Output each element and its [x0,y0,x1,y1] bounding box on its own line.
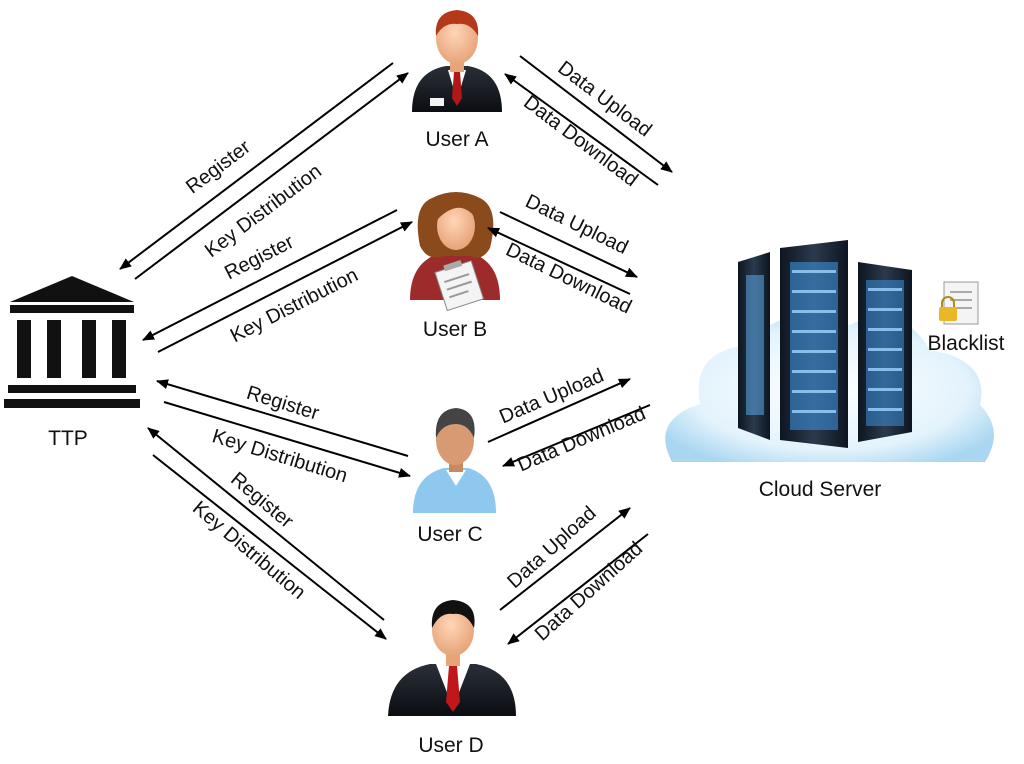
user-a-label: User A [425,128,488,151]
arrow-register-a [119,62,394,270]
label-keydist-c: Key Distribution [210,425,350,487]
arrow-download-b [487,227,631,295]
ttp-label: TTP [48,427,88,450]
arrow-register-c [156,379,409,457]
arrow-download-c [502,404,651,467]
cloud-server-icon[interactable] [665,240,994,462]
cloud-server-label: Cloud Server [759,478,882,501]
ttp-user-arrows [119,62,413,640]
arrow-register-d [147,427,385,621]
blacklist-icon[interactable] [939,281,979,325]
arrow-download-d [507,533,649,645]
arrow-upload-b [499,211,638,278]
user-a-icon[interactable] [412,10,502,112]
user-cloud-arrows [487,55,673,645]
blacklist-label: Blacklist [927,332,1004,355]
user-b-label: User B [423,318,487,341]
arrow-register-b [142,209,398,341]
arrow-download-a [504,73,659,186]
arrow-keydist-c [163,401,411,478]
arrow-upload-d [499,507,631,611]
arrow-upload-c [487,378,631,443]
arrow-keydist-b [157,221,413,353]
ttp-icon[interactable] [4,276,140,408]
arrow-upload-a [519,55,673,173]
user-d-label: User D [418,734,483,757]
arrow-keydist-d [152,454,387,640]
user-c-icon[interactable] [413,408,496,513]
label-register-a: Register [182,136,255,199]
arrow-keydist-a [134,72,409,280]
user-b-icon[interactable] [410,192,500,312]
user-c-label: User C [417,523,482,546]
user-d-icon[interactable] [388,600,516,716]
